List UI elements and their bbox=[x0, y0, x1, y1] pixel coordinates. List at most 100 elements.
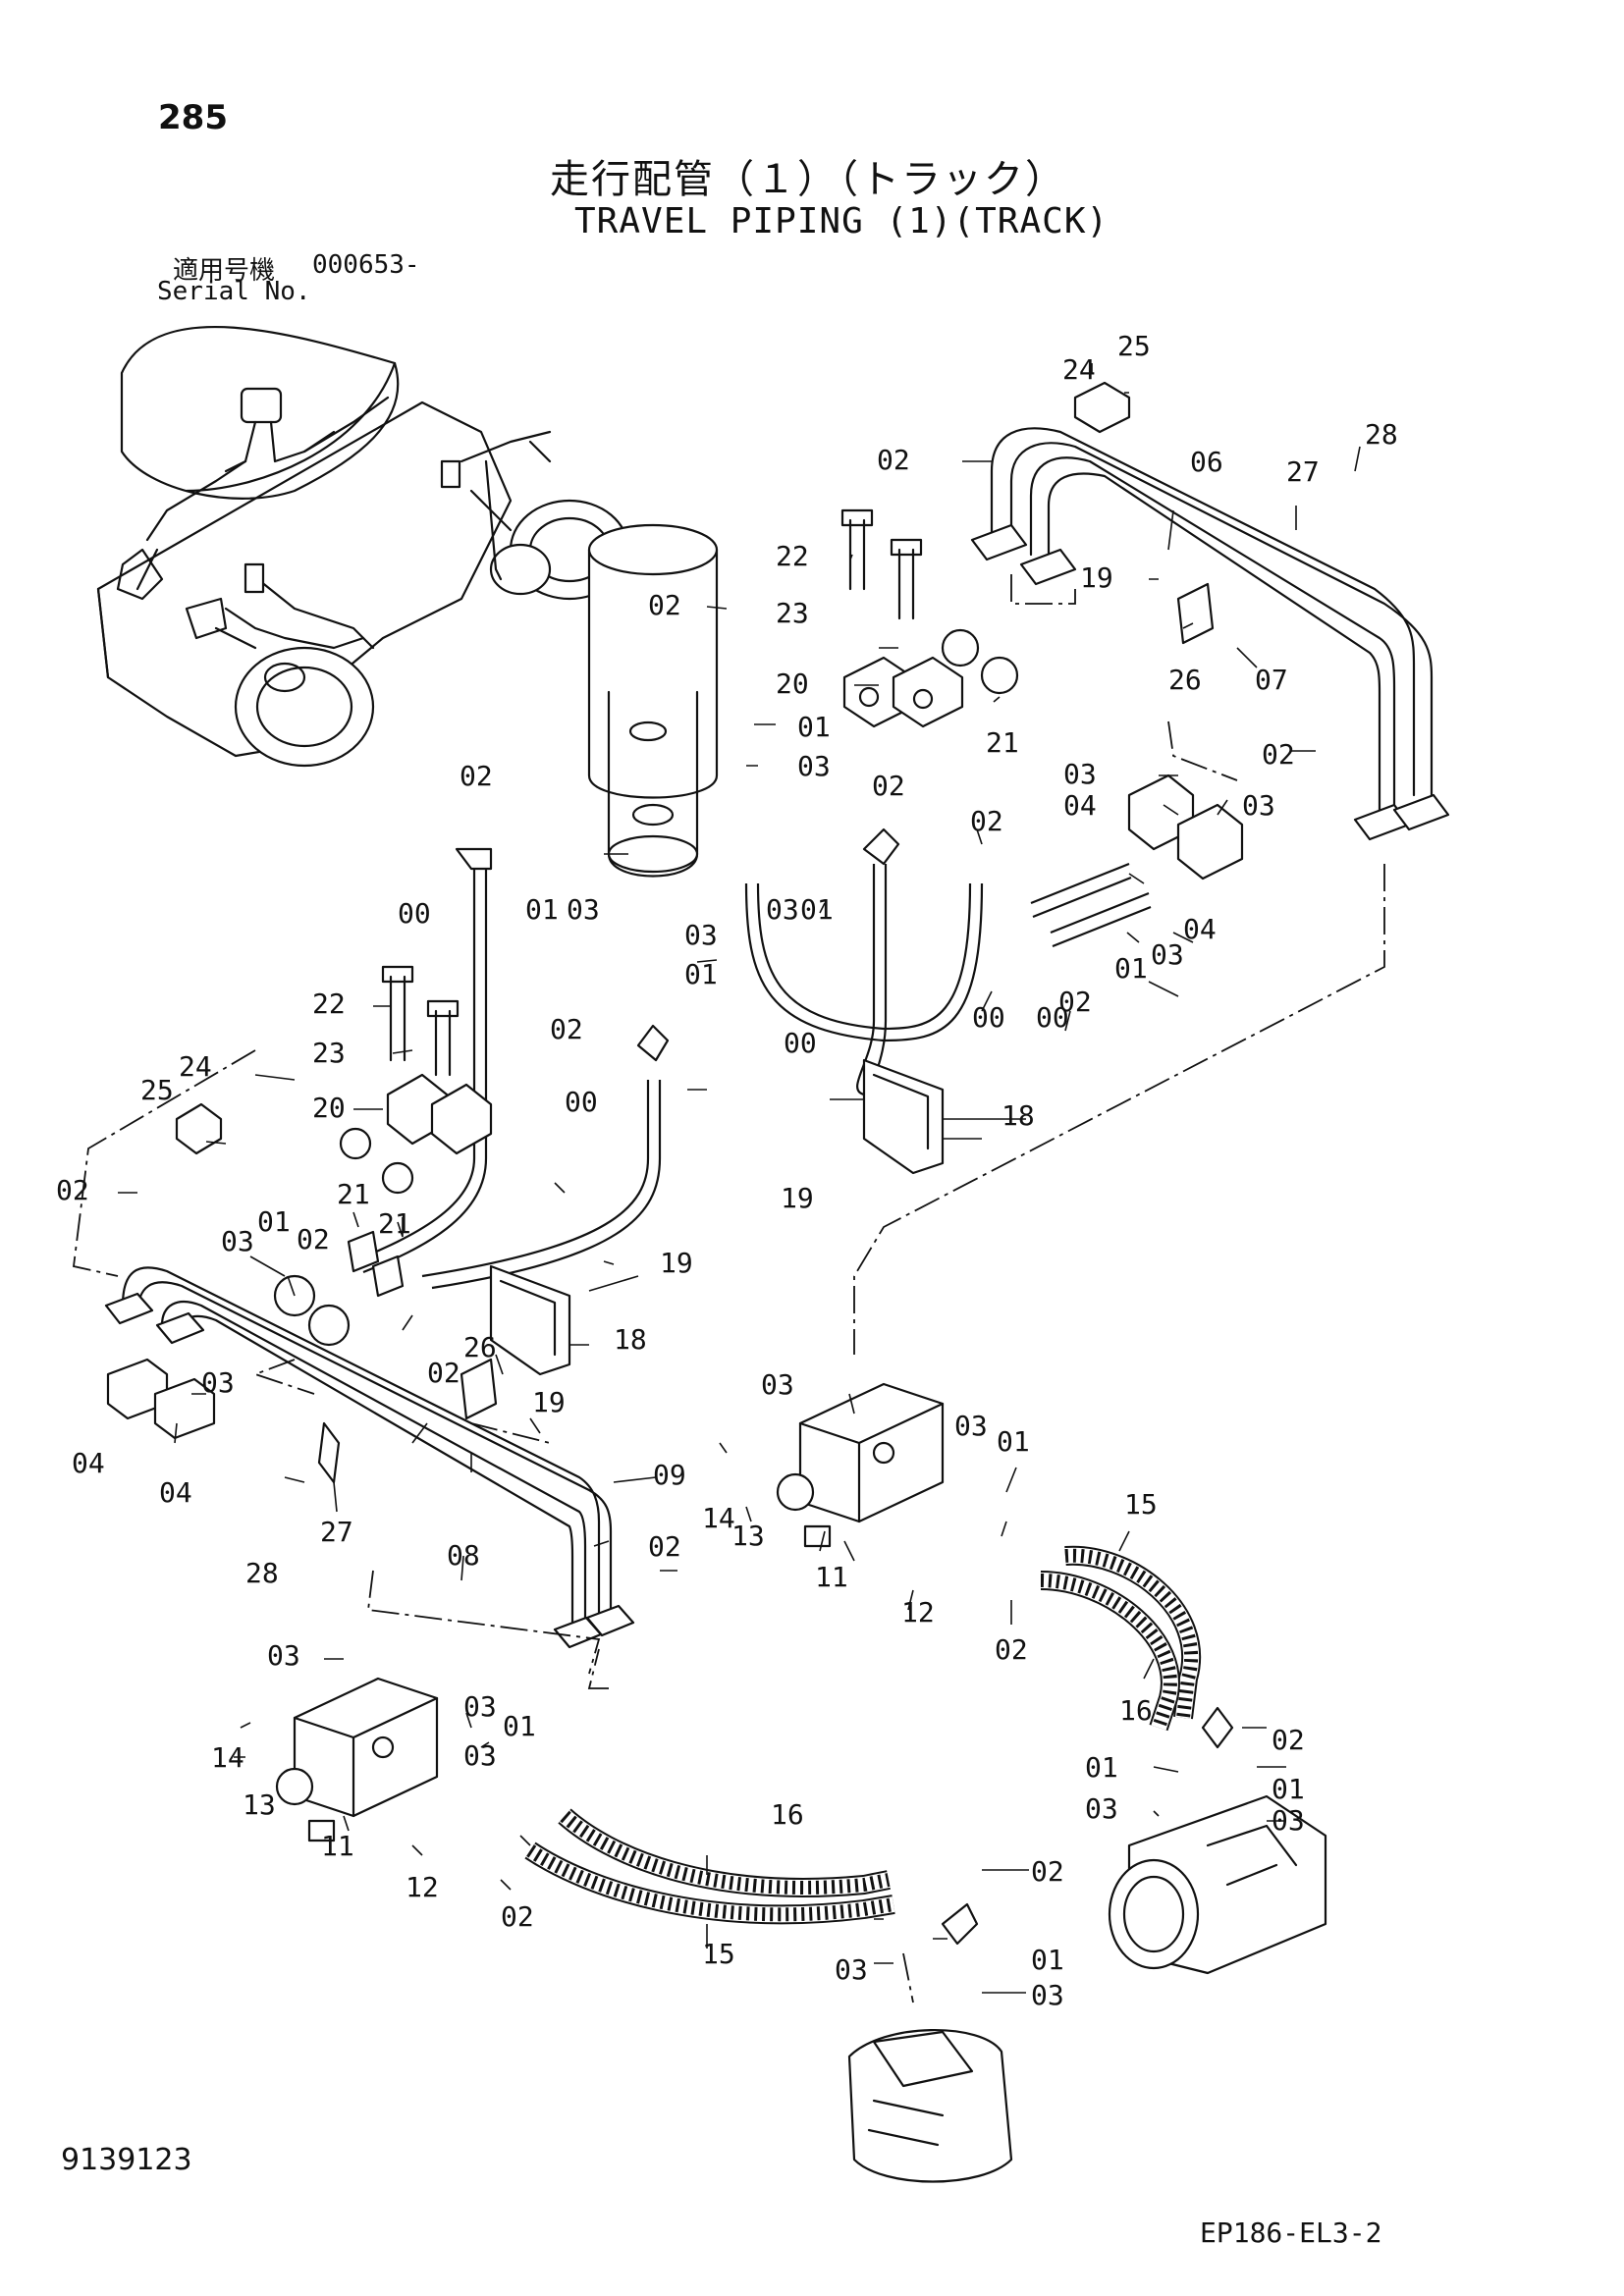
callout-label: 19 bbox=[532, 1386, 566, 1418]
callout-label: 01 bbox=[1031, 1944, 1064, 1976]
callout-label: 25 bbox=[1117, 330, 1151, 362]
callout-label: 15 bbox=[702, 1938, 735, 1970]
callout-label: 03 bbox=[766, 893, 799, 926]
callout-label: 02 bbox=[648, 1530, 681, 1563]
callout-label: 00 bbox=[972, 1001, 1005, 1034]
callout-label: 03 bbox=[463, 1690, 497, 1723]
callout-label: 02 bbox=[1272, 1724, 1305, 1756]
callout-label: 14 bbox=[211, 1741, 244, 1774]
callout-label: 21 bbox=[337, 1178, 370, 1210]
callout-label: 24 bbox=[1062, 353, 1096, 386]
callout-label: 23 bbox=[776, 597, 809, 629]
callout-label: 02 bbox=[1031, 1855, 1064, 1888]
callout-label: 15 bbox=[1124, 1488, 1158, 1521]
callout-label: 11 bbox=[815, 1561, 848, 1593]
title-english: TRAVEL PIPING (1)(TRACK) bbox=[574, 201, 1110, 241]
dashed-reference-lines bbox=[73, 574, 1385, 2003]
callout-label: 01 bbox=[684, 958, 718, 990]
callout-label: 02 bbox=[501, 1900, 534, 1933]
callout-label: 03 bbox=[835, 1953, 868, 1986]
callout-label: 28 bbox=[245, 1557, 279, 1589]
callout-label: 03 bbox=[1242, 789, 1275, 822]
travel-motor bbox=[1108, 1794, 1327, 1975]
callout-label: 14 bbox=[702, 1502, 735, 1534]
callout-label: 26 bbox=[1168, 664, 1202, 696]
callout-label: 20 bbox=[776, 667, 809, 700]
callout-label: 27 bbox=[1286, 455, 1320, 488]
callout-label: 02 bbox=[460, 760, 493, 792]
callout-label: 13 bbox=[731, 1520, 765, 1552]
callout-label: 04 bbox=[1063, 789, 1097, 822]
callout-label: 01 bbox=[997, 1425, 1030, 1458]
callout-label: 01 bbox=[1114, 952, 1148, 985]
callout-label: 01 bbox=[525, 893, 559, 926]
callout-label: 02 bbox=[297, 1223, 330, 1255]
callout-label: 04 bbox=[159, 1476, 192, 1509]
serial-value: 000653- bbox=[312, 250, 420, 280]
callout-label: 19 bbox=[1080, 561, 1113, 594]
callout-label: 22 bbox=[776, 540, 809, 572]
title-japanese: 走行配管（１）（トラック） bbox=[550, 157, 1066, 202]
callout-label: 08 bbox=[447, 1539, 480, 1572]
callout-label: 03 bbox=[221, 1225, 254, 1257]
callout-label: 24 bbox=[179, 1050, 212, 1083]
callout-label: 02 bbox=[970, 805, 1003, 837]
callout-label: 16 bbox=[1119, 1694, 1153, 1727]
callout-label: 03 bbox=[1085, 1792, 1118, 1825]
center-joint bbox=[587, 523, 719, 878]
callout-label: 01 bbox=[257, 1205, 291, 1238]
callout-label: 03 bbox=[201, 1366, 235, 1399]
callout-label: 21 bbox=[378, 1207, 411, 1240]
callout-label: 13 bbox=[243, 1789, 276, 1821]
serial-label-english: Serial No. bbox=[157, 277, 311, 306]
callout-label: 00 bbox=[398, 897, 431, 930]
callout-label: 12 bbox=[406, 1871, 439, 1903]
travel-valve-left bbox=[275, 1677, 439, 1842]
callout-label: 03 bbox=[954, 1410, 988, 1442]
figure-code: EP186-EL3-2 bbox=[1200, 2216, 1382, 2249]
callout-label: 27 bbox=[320, 1516, 353, 1548]
document-number: 9139123 bbox=[61, 2143, 192, 2177]
callout-label: 18 bbox=[1001, 1099, 1035, 1132]
parts-illustrations bbox=[104, 381, 1450, 2183]
callout-label: 16 bbox=[771, 1798, 804, 1831]
serial-label-japanese: 適用号機 bbox=[173, 256, 276, 286]
callout-label: 03 bbox=[761, 1368, 794, 1401]
callout-leader-lines bbox=[118, 363, 1361, 1994]
callout-label: 02 bbox=[56, 1174, 89, 1206]
callout-label: 01 bbox=[1272, 1773, 1305, 1805]
callout-label: 26 bbox=[463, 1331, 497, 1363]
callout-label: 23 bbox=[312, 1037, 346, 1069]
callout-label: 02 bbox=[550, 1013, 583, 1045]
machine-overview-inset bbox=[96, 325, 630, 768]
callout-label: 00 bbox=[565, 1086, 598, 1118]
callout-label: 12 bbox=[901, 1596, 935, 1629]
callout-label: 22 bbox=[312, 988, 346, 1020]
callout-label: 03 bbox=[1272, 1804, 1305, 1837]
callout-label: 28 bbox=[1365, 418, 1398, 451]
callout-label: 02 bbox=[995, 1633, 1028, 1666]
callout-label: 25 bbox=[140, 1074, 174, 1106]
callout-label: 04 bbox=[72, 1447, 105, 1479]
callout-label: 07 bbox=[1255, 664, 1288, 696]
callout-label: 03 bbox=[1031, 1979, 1064, 2011]
callout-label: 19 bbox=[660, 1247, 693, 1279]
callout-label: 21 bbox=[986, 726, 1019, 759]
callout-label: 01 bbox=[800, 893, 834, 926]
callout-label: 04 bbox=[1183, 913, 1217, 945]
callout-label: 02 bbox=[877, 444, 910, 476]
callout-label: 20 bbox=[312, 1092, 346, 1124]
callout-label: 03 bbox=[267, 1639, 300, 1672]
callout-label: 00 bbox=[1036, 1001, 1069, 1034]
callout-label: 02 bbox=[1058, 986, 1092, 1018]
callout-label: 18 bbox=[614, 1323, 647, 1356]
callout-labels: 25 24 28 02 06 27 22 19 02 23 26 07 20 0… bbox=[56, 330, 1398, 2011]
callout-label: 03 bbox=[1063, 758, 1097, 790]
callout-label: 03 bbox=[1151, 938, 1184, 971]
callout-label: 19 bbox=[781, 1182, 814, 1214]
callout-label: 00 bbox=[784, 1027, 817, 1059]
callout-label: 03 bbox=[463, 1739, 497, 1772]
callout-label: 02 bbox=[1262, 738, 1295, 771]
callout-label: 01 bbox=[503, 1710, 536, 1742]
